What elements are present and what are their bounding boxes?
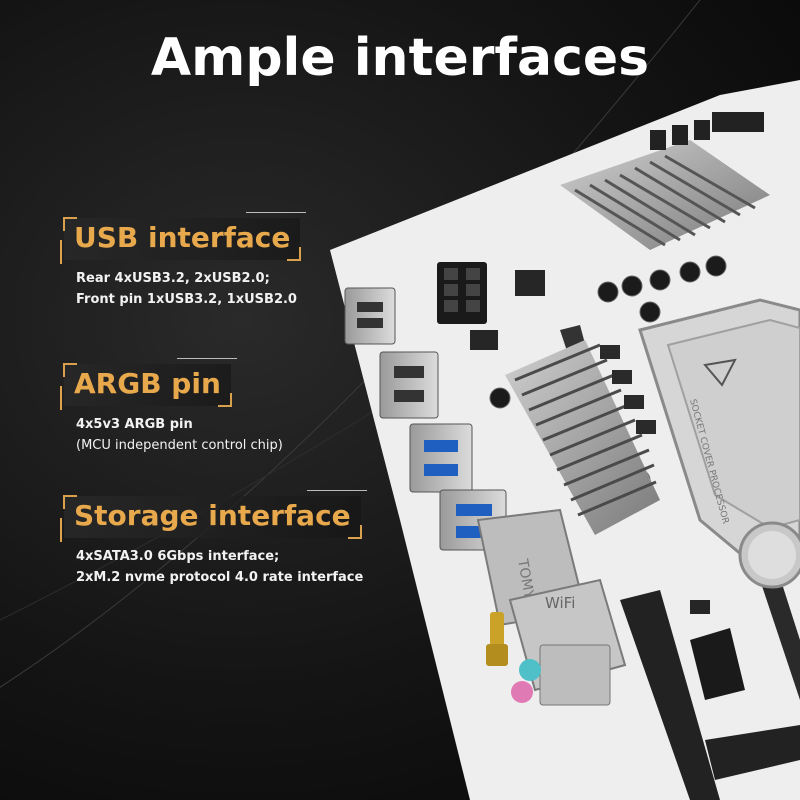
desc-line: 2xM.2 nvme protocol 4.0 rate interface: [76, 570, 364, 585]
section-heading-argb-label: ARGB pin: [74, 367, 221, 400]
section-desc-storage: 4xSATA3.0 6Gbps interface; 2xM.2 nvme pr…: [76, 546, 363, 588]
section-heading-storage: Storage interface: [60, 490, 367, 542]
section-storage: Storage interface 4xSATA3.0 6Gbps interf…: [60, 490, 367, 588]
pcie-slot: [705, 725, 800, 780]
vrm-heatsink-top: [560, 120, 770, 250]
wifi-label: WiFi: [545, 594, 575, 612]
fan-header: [712, 112, 764, 132]
cmos-battery: [738, 521, 800, 589]
antenna-connectors: [486, 612, 508, 666]
m2-slot: [690, 628, 745, 700]
section-argb: ARGB pin 4x5v3 ARGB pin (MCU independent…: [60, 358, 283, 456]
section-heading-argb: ARGB pin: [60, 358, 237, 410]
desc-line: Front pin 1xUSB3.2, 1xUSB2.0: [76, 292, 297, 307]
page-title: Ample interfaces: [150, 28, 650, 88]
desc-line: Rear 4xUSB3.2, 2xUSB2.0;: [76, 271, 270, 286]
audio-jacks: [511, 644, 611, 706]
desc-line: 4x5v3 ARGB pin: [76, 417, 193, 432]
cpu-socket: SOCKET COVER PROCESSOR: [638, 298, 800, 572]
section-heading-storage-label: Storage interface: [74, 499, 351, 532]
section-heading-usb: USB interface: [60, 212, 307, 264]
section-desc-usb: Rear 4xUSB3.2, 2xUSB2.0; Front pin 1xUSB…: [76, 268, 300, 310]
desc-line: 4xSATA3.0 6Gbps interface;: [76, 549, 280, 564]
vrm-heatsink-left: [505, 340, 660, 535]
desc-line: (MCU independent control chip): [76, 438, 283, 453]
cpu-power-connector: [437, 262, 487, 324]
section-heading-usb-label: USB interface: [74, 221, 291, 254]
section-desc-argb: 4x5v3 ARGB pin (MCU independent control …: [76, 414, 283, 456]
heatsink-label: TOMY: [514, 557, 537, 601]
section-usb: USB interface Rear 4xUSB3.2, 2xUSB2.0; F…: [60, 212, 307, 310]
